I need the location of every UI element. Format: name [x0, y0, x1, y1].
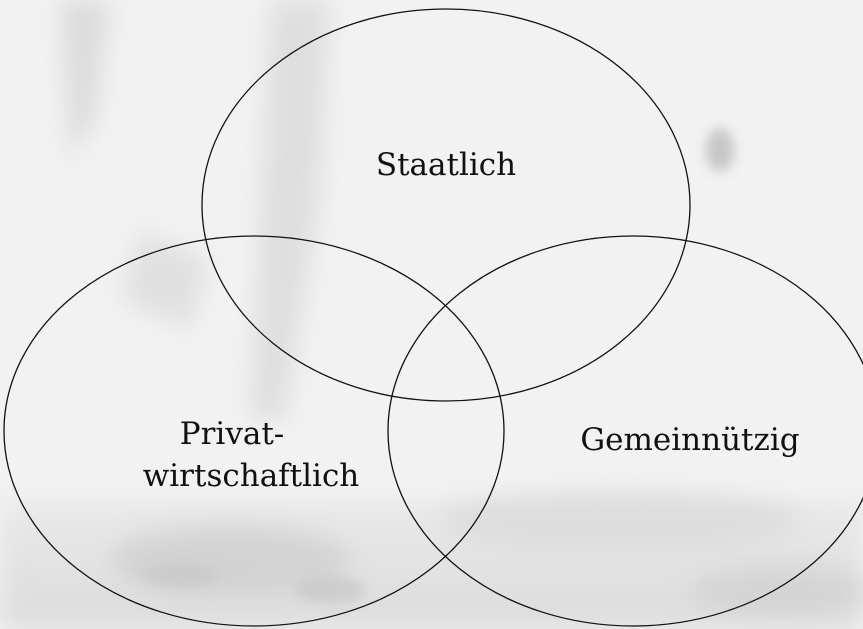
label-privat-line2: wirtschaftlich [143, 458, 360, 494]
label-privat-line1: Privat- [180, 416, 285, 452]
circle-staatlich [202, 9, 690, 401]
label-staatlich: Staatlich [376, 147, 516, 183]
label-gemeinnuetzig: Gemeinnützig [580, 422, 799, 458]
